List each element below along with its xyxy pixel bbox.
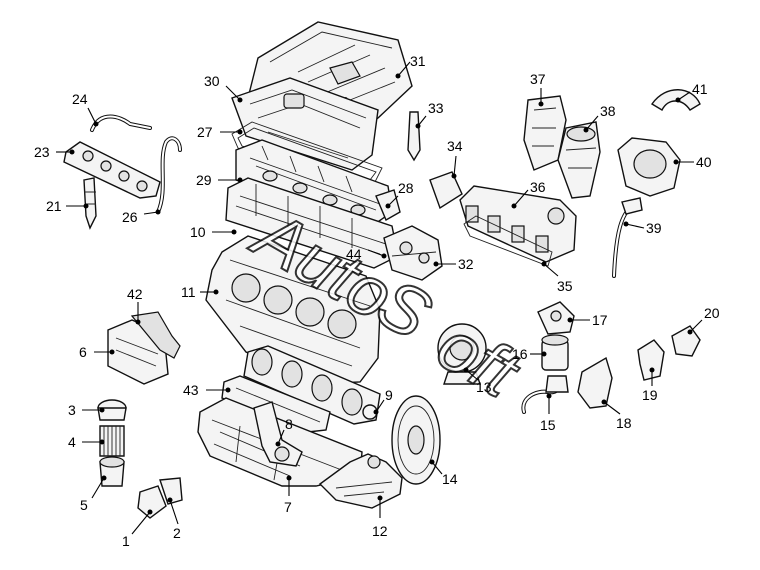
lower-engine-cover	[318, 453, 403, 509]
callout-39: 39	[646, 220, 662, 236]
callout-19: 19	[642, 387, 658, 403]
callout-41: 41	[692, 81, 708, 97]
callout-20: 20	[704, 305, 720, 321]
intake-manifold	[459, 185, 577, 263]
callout-14: 14	[442, 471, 458, 487]
callout-10: 10	[190, 224, 206, 240]
callout-31: 31	[410, 53, 426, 69]
callout-34: 34	[447, 138, 463, 154]
callout-28: 28	[398, 180, 414, 196]
callout-38: 38	[600, 103, 616, 119]
callout-16: 16	[512, 346, 528, 362]
callout-29: 29	[196, 172, 212, 188]
callout-6: 6	[79, 344, 87, 360]
thermostat-housing	[537, 301, 575, 335]
callout-8: 8	[285, 416, 293, 432]
callout-42: 42	[127, 286, 143, 302]
egr-unit	[617, 137, 681, 197]
catalytic-converter	[557, 121, 601, 199]
callout-32: 32	[458, 256, 474, 272]
callout-17: 17	[592, 312, 608, 328]
callout-5: 5	[80, 497, 88, 513]
oil-pump-pickup	[253, 401, 303, 467]
oil-filter-cap	[97, 399, 127, 421]
callout-9: 9	[385, 387, 393, 403]
callout-37: 37	[530, 71, 546, 87]
camshaft-assembly	[235, 139, 393, 227]
glow-plug	[407, 111, 421, 162]
fuel-hose	[156, 136, 182, 214]
callout-26: 26	[122, 209, 138, 225]
mount-bracket	[577, 356, 613, 409]
callout-1: 1	[122, 533, 130, 549]
callout-11: 11	[181, 284, 196, 300]
sensor-clip	[671, 325, 701, 357]
coolant-housing	[107, 311, 181, 385]
callout-35: 35	[557, 278, 573, 294]
manifold-gasket	[463, 215, 553, 267]
callout-44: 44	[346, 246, 362, 262]
coolant-hose	[521, 375, 569, 414]
callout-3: 3	[68, 402, 76, 418]
flywheel	[391, 395, 441, 485]
fuel-common-rail	[63, 141, 161, 199]
injection-pump	[383, 225, 443, 281]
callout-7: 7	[284, 499, 292, 515]
callout-36: 36	[530, 179, 546, 195]
crankshaft	[243, 345, 381, 425]
watermark-text: AutoSoft	[10, 558, 45, 568]
callout-27: 27	[197, 124, 213, 140]
bearing-ladder-frame	[221, 375, 331, 433]
callout-layer: 1 2 3 4 5 6 7 8 9 10 11 12 13	[34, 53, 720, 549]
callout-13: 13	[476, 379, 492, 395]
fuel-injector	[83, 177, 97, 230]
engine-block	[205, 235, 381, 385]
callout-30: 30	[204, 73, 220, 89]
callout-2: 2	[173, 525, 181, 541]
fuel-filter	[541, 334, 569, 371]
callout-4: 4	[68, 434, 76, 450]
callout-23: 23	[34, 144, 50, 160]
dipstick-tube	[612, 197, 643, 278]
callout-40: 40	[696, 154, 712, 170]
callout-21: 21	[46, 198, 62, 214]
vacuum-pump	[437, 323, 487, 385]
fuel-return-line	[90, 114, 152, 132]
crank-sensor	[137, 485, 167, 519]
valve-cover	[231, 77, 379, 171]
oil-filter-housing	[99, 456, 125, 487]
callout-33: 33	[428, 100, 444, 116]
sensor-bracket	[159, 477, 183, 505]
pressure-sensor	[637, 339, 665, 381]
callout-12: 12	[372, 523, 388, 539]
callout-15: 15	[540, 417, 556, 433]
callout-24: 24	[72, 91, 88, 107]
callout-43: 43	[183, 382, 199, 398]
manifold-sensor	[429, 171, 463, 210]
callout-18: 18	[616, 415, 632, 431]
